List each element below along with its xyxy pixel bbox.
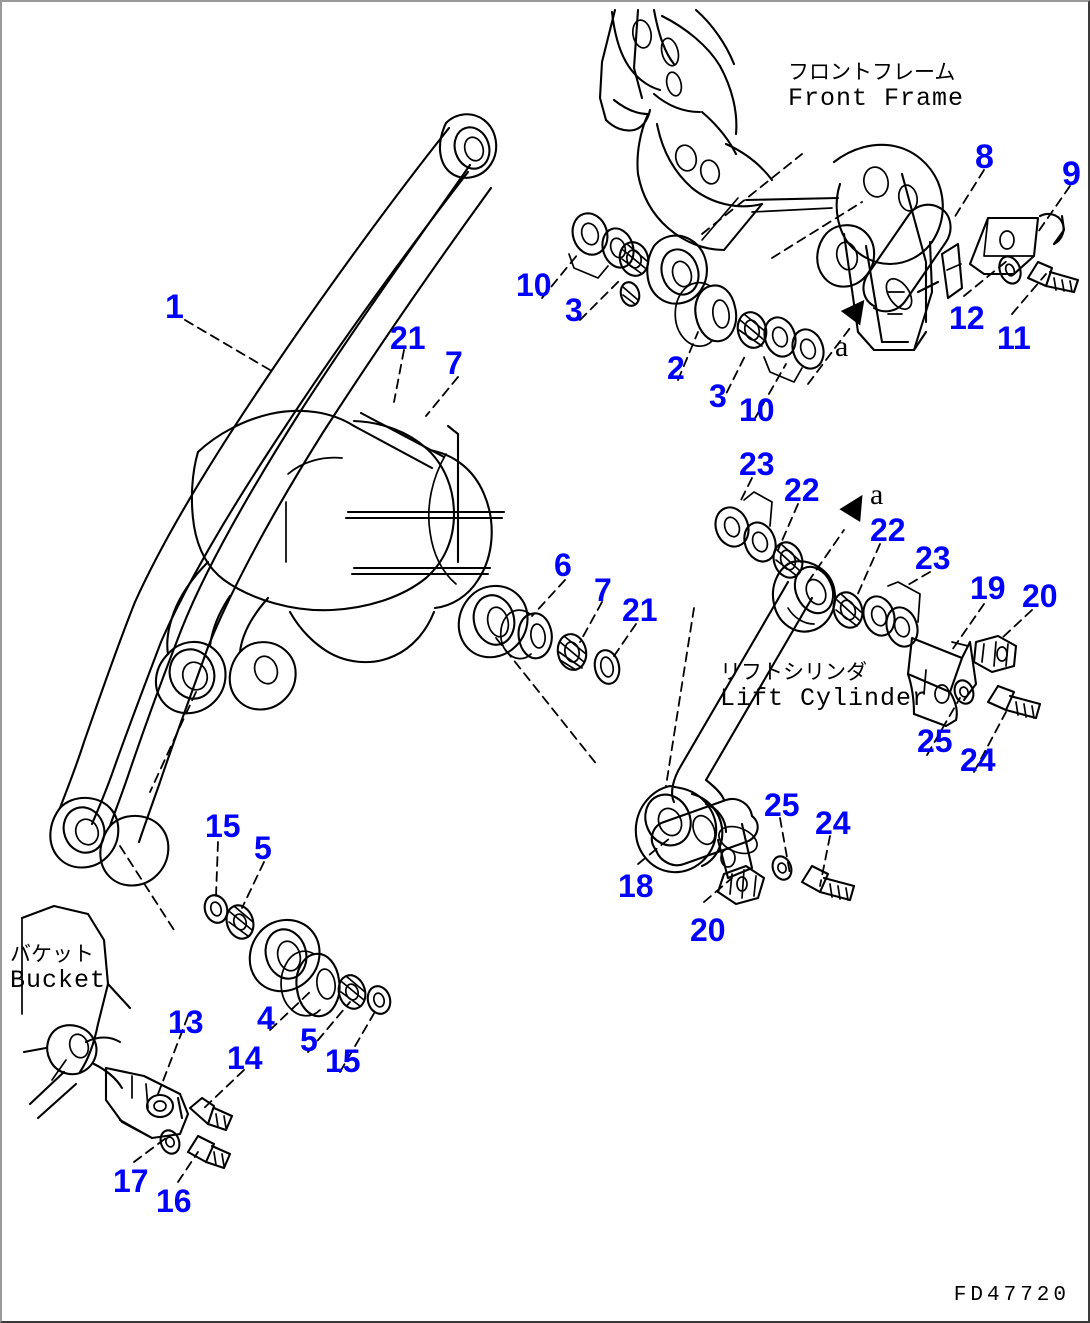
section-marker-a-lower: a xyxy=(870,478,884,511)
leader-lines xyxy=(119,153,1071,1183)
bucket-label-jp: バケット xyxy=(10,945,94,968)
retainer-plate-9 xyxy=(968,212,1066,276)
hardware-mid-6-7-21 xyxy=(499,609,621,685)
callout-8: 8 xyxy=(975,138,994,176)
lift-cylinder-label-jp: リフトシリンダ xyxy=(720,663,867,686)
washer-17-bolt-16 xyxy=(159,1129,232,1170)
callout-15-lower: 15 xyxy=(325,1043,361,1079)
callout-4: 4 xyxy=(257,1000,275,1036)
callout-13: 13 xyxy=(168,1004,204,1040)
bucket-label-en: Bucket xyxy=(10,966,107,996)
front-frame-assembly xyxy=(598,8,964,352)
callout-3-upper: 3 xyxy=(565,292,583,328)
bucket-outline xyxy=(20,904,132,1120)
callout-7-lower: 7 xyxy=(594,572,612,608)
hardware-bucket-5-15-lower xyxy=(337,974,392,1015)
hardware-cyl-23-22-left xyxy=(714,491,804,579)
grease-fitting-14 xyxy=(188,1096,234,1132)
hardware-upper-2-3-10-right xyxy=(674,281,825,383)
washer-25-bolt-24-bottom xyxy=(771,855,856,902)
annotation-lift-cylinder: リフトシリンダ Lift Cylinder xyxy=(720,663,929,714)
callout-24-lower: 24 xyxy=(815,805,851,841)
section-arrow-upper xyxy=(807,299,865,385)
callout-10-lower: 10 xyxy=(739,392,775,428)
front-frame-label-jp: フロントフレーム xyxy=(788,63,956,86)
callout-20-right: 20 xyxy=(1022,578,1058,614)
callout-3-lower: 3 xyxy=(709,378,727,414)
lift-cylinder xyxy=(634,560,836,874)
callout-15-upper: 15 xyxy=(205,808,241,844)
pin-19-cylinder-head xyxy=(906,636,978,728)
retainer-plate-20-bottom xyxy=(716,864,766,906)
callout-9: 9 xyxy=(1062,155,1081,193)
drawing-number: FD47720 xyxy=(953,1284,1070,1307)
retainer-plate-20-right xyxy=(972,634,1018,674)
boom-mid-pivot-eye xyxy=(446,424,529,659)
callout-11: 11 xyxy=(997,320,1031,356)
lift-cylinder-label-en: Lift Cylinder xyxy=(720,684,929,714)
callout-23-upper: 23 xyxy=(739,446,775,482)
annotation-bucket: バケット Bucket xyxy=(10,945,107,996)
callout-16: 16 xyxy=(156,1183,192,1219)
callout-2: 2 xyxy=(667,350,685,386)
callout-22-upper: 22 xyxy=(784,472,820,508)
pin-4-bucket xyxy=(280,950,341,1018)
callout-10-upper: 10 xyxy=(516,267,552,303)
washer-25-bolt-24-upper xyxy=(953,679,1042,720)
bucket-pivot-eye xyxy=(248,918,321,993)
callout-17: 17 xyxy=(113,1163,149,1199)
front-frame-label-en: Front Frame xyxy=(788,84,965,114)
callout-23-lower: 23 xyxy=(915,540,951,576)
callout-22-lower: 22 xyxy=(870,512,906,548)
hardware-cyl-22-23-right xyxy=(832,581,921,648)
callout-12: 12 xyxy=(949,300,985,336)
pin-8-frame xyxy=(862,203,952,313)
callout-6: 6 xyxy=(554,547,572,583)
pin-18-cylinder-rod xyxy=(650,797,759,880)
boom-center-crossmember xyxy=(155,409,506,715)
washer-12-bolt-11 xyxy=(998,255,1080,294)
boom-second-upper-eye xyxy=(646,234,708,305)
callout-21-upper: 21 xyxy=(390,320,426,356)
section-arrow-lower xyxy=(807,494,863,583)
hardware-upper-10-3-left xyxy=(568,212,650,307)
callout-18: 18 xyxy=(618,868,654,904)
callout-24-upper: 24 xyxy=(960,742,996,778)
callout-25-lower: 25 xyxy=(764,787,800,823)
callout-19: 19 xyxy=(970,570,1006,606)
bracket-13-bucket xyxy=(104,1066,190,1140)
callout-7-upper: 7 xyxy=(445,345,463,381)
callout-1: 1 xyxy=(165,288,184,326)
callout-20-bottom: 20 xyxy=(690,912,726,948)
annotation-front-frame: フロントフレーム Front Frame xyxy=(788,63,965,114)
boom-arm-outline xyxy=(49,113,498,887)
callout-21-lower: 21 xyxy=(622,592,658,628)
callout-14: 14 xyxy=(227,1040,263,1076)
callout-25-upper: 25 xyxy=(917,723,953,759)
callout-5-upper: 5 xyxy=(254,830,272,866)
callout-5-lower: 5 xyxy=(300,1022,318,1058)
section-marker-a-upper: a xyxy=(835,330,849,363)
hardware-bucket-15-5-upper xyxy=(203,894,255,940)
